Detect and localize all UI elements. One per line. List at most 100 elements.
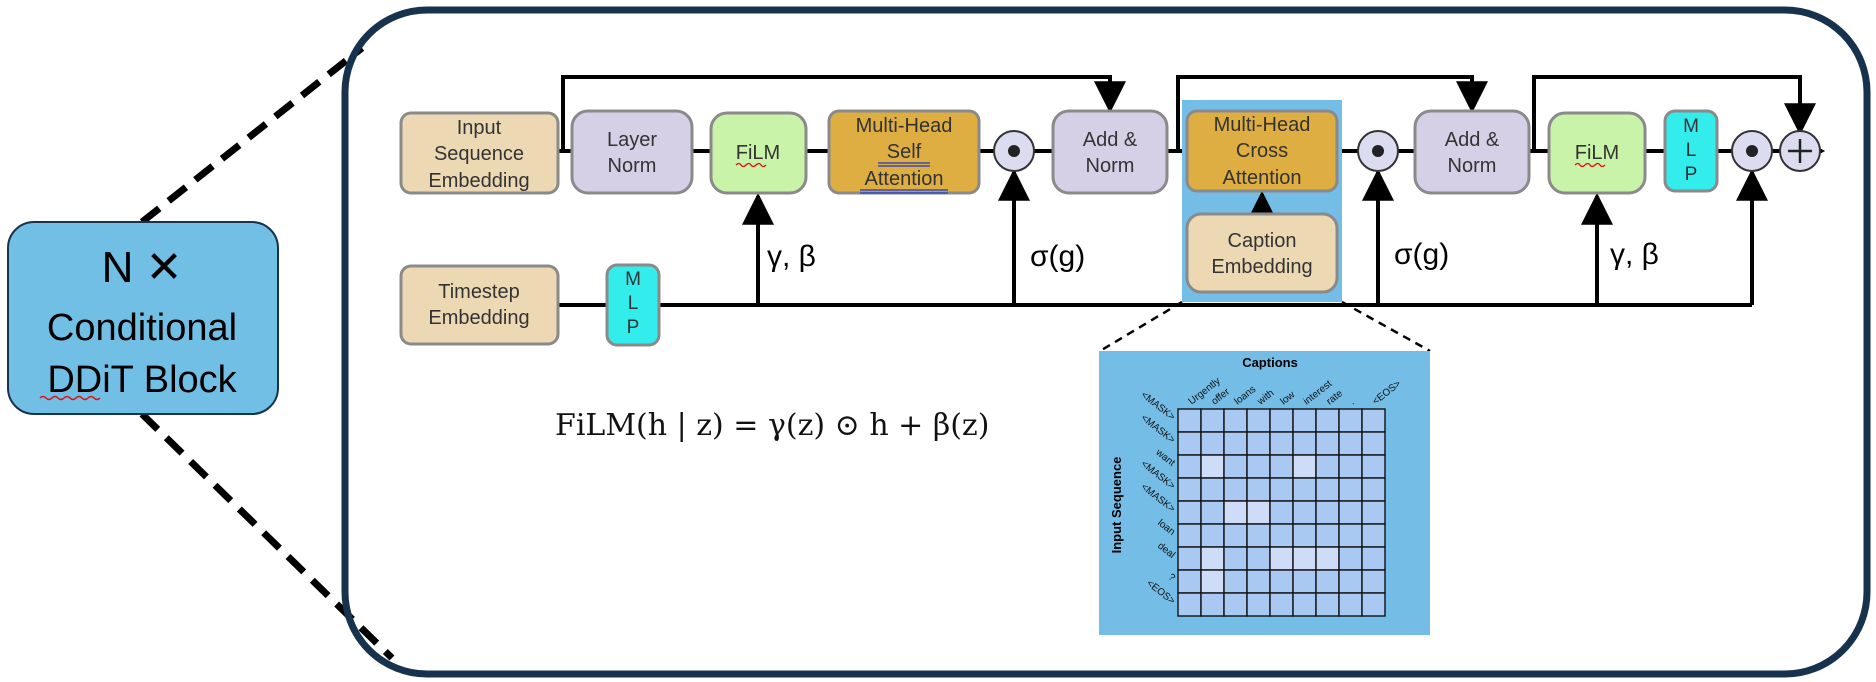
matrix-cell	[1292, 431, 1317, 456]
matrix-cell	[1338, 523, 1363, 548]
matrix-cell	[1292, 592, 1317, 617]
caption-embed-l1: Caption	[1228, 230, 1297, 252]
matrix-cell	[1361, 546, 1386, 571]
matrix-cell	[1269, 569, 1294, 594]
matrix-cell	[1200, 546, 1225, 571]
matrix-cell	[1269, 546, 1294, 571]
matrix-cell	[1223, 454, 1248, 479]
matrix-cell	[1338, 546, 1363, 571]
input-embed-l1: Input	[457, 117, 502, 139]
add-norm1-l1: Add &	[1083, 129, 1138, 151]
matrix-cell	[1177, 523, 1202, 548]
add-norm2-l1: Add &	[1445, 129, 1500, 151]
matrix-cell	[1269, 454, 1294, 479]
matrix-cell	[1292, 408, 1317, 433]
matrix-cell	[1246, 431, 1271, 456]
spell-squiggle	[39, 395, 101, 401]
matrix-cell	[1315, 431, 1340, 456]
mlp-top-l3: P	[1685, 164, 1698, 185]
matrix-cell	[1223, 408, 1248, 433]
matrix-cell	[1200, 569, 1225, 594]
skip-connection-1	[561, 75, 1126, 151]
matrix-cell	[1269, 500, 1294, 525]
matrix-cell	[1223, 523, 1248, 548]
matrix-cell	[1223, 569, 1248, 594]
sigma-g-label-2: σ(g)	[1394, 238, 1449, 271]
matrix-cell	[1361, 431, 1386, 456]
matrix-cell	[1177, 408, 1202, 433]
sigma-g-label-1: σ(g)	[1030, 240, 1085, 273]
matrix-cell	[1200, 500, 1225, 525]
film-block-1: FiLM	[709, 111, 808, 195]
zoom-line-bottom	[139, 411, 395, 661]
gate-circle-1	[993, 130, 1035, 172]
mlp-bottom-l1: M	[625, 269, 641, 290]
mlp-bottom-l3: P	[627, 317, 640, 338]
matrix-cell	[1200, 477, 1225, 502]
title-line-2: Conditional	[47, 307, 237, 349]
matrix-cell	[1246, 408, 1271, 433]
matrix-zoom-line-left	[1099, 300, 1183, 353]
gate-circle-3	[1731, 130, 1773, 172]
matrix-cell	[1361, 477, 1386, 502]
mlp-bottom-l2: L	[628, 293, 639, 314]
film-block-2: FiLM	[1547, 111, 1647, 195]
matrix-cell	[1315, 523, 1340, 548]
matrix-cell	[1177, 592, 1202, 617]
matrix-cell	[1292, 477, 1317, 502]
gate-circle-2	[1357, 130, 1399, 172]
matrix-cell	[1269, 477, 1294, 502]
mhca-l3: Attention	[1223, 167, 1302, 189]
timestep-l1: Timestep	[438, 281, 520, 303]
timestep-l2: Embedding	[428, 307, 529, 329]
input-embed-l3: Embedding	[428, 170, 529, 192]
matrix-zoom-line-right	[1341, 300, 1431, 353]
matrix-cell	[1315, 477, 1340, 502]
caption-embed-l2: Embedding	[1211, 256, 1312, 278]
add-norm2-l2: Norm	[1448, 155, 1497, 177]
residual-add-circle	[1779, 130, 1821, 172]
add-norm1-l2: Norm	[1086, 155, 1135, 177]
mhsa-l1: Multi-Head	[856, 115, 953, 137]
matrix-cell	[1269, 408, 1294, 433]
svg-text:Add &Norm: Add & Norm	[1083, 129, 1138, 177]
block-frame	[341, 6, 1871, 678]
svg-text:MLP: MLP	[1683, 116, 1699, 185]
svg-text:Add &Norm: Add & Norm	[1445, 129, 1500, 177]
matrix-cell	[1200, 408, 1225, 433]
matrix-cell	[1177, 477, 1202, 502]
film1-label: FiLM	[736, 142, 780, 164]
matrix-cell	[1315, 569, 1340, 594]
mlp-top-l2: L	[1686, 140, 1697, 161]
matrix-cell	[1246, 500, 1271, 525]
gamma-beta-label-2: γ, β	[1610, 238, 1659, 271]
matrix-cell	[1177, 546, 1202, 571]
matrix-cell	[1223, 546, 1248, 571]
matrix-cell	[1177, 454, 1202, 479]
matrix-cell	[1246, 569, 1271, 594]
matrix-cell	[1200, 431, 1225, 456]
matrix-cell	[1269, 592, 1294, 617]
matrix-cell	[1246, 454, 1271, 479]
matrix-cell	[1177, 569, 1202, 594]
matrix-cell	[1292, 500, 1317, 525]
matrix-cell	[1361, 523, 1386, 548]
film2-label: FiLM	[1575, 142, 1619, 164]
svg-text:FiLM: FiLM	[1575, 142, 1619, 164]
matrix-grid	[1177, 408, 1386, 617]
svg-text:FiLM: FiLM	[736, 142, 780, 164]
film1-squiggle	[735, 162, 767, 168]
layer-norm-l2: Norm	[608, 155, 657, 177]
layer-norm-l1: Layer	[607, 129, 657, 151]
matrix-row-label: ?	[1166, 572, 1178, 584]
